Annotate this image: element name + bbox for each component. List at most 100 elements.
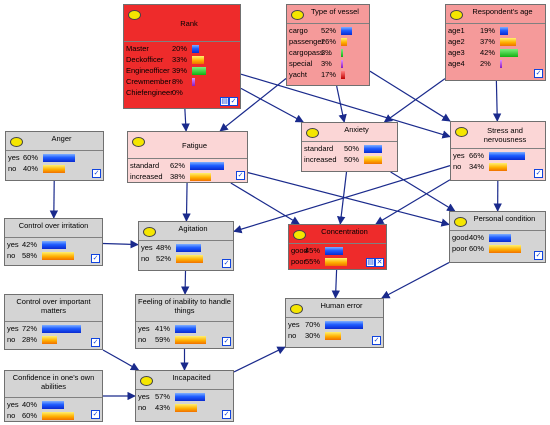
checkbox-icon[interactable]: ✓: [92, 169, 101, 178]
edge-rank-to-stress: [240, 73, 451, 139]
state-label: no: [7, 335, 16, 344]
node-header: Rank: [124, 5, 240, 42]
edge-vessel-to-fatigue: [219, 78, 287, 132]
node-oval-icon: [140, 376, 153, 386]
state-percent: 62%: [170, 161, 186, 170]
close-icon[interactable]: ✕: [375, 258, 384, 267]
checkbox-icon[interactable]: ✓: [372, 336, 381, 345]
probability-bar: [192, 67, 207, 75]
probability-bar: [42, 336, 58, 344]
node-title: Respondent's age: [472, 7, 533, 16]
node-header: Human error: [286, 299, 383, 318]
node-feeling-of-inability[interactable]: Feeling of inability to handle things ye…: [135, 294, 234, 349]
node-header: Anger: [6, 132, 103, 151]
probability-bar: [42, 412, 75, 420]
probability-bar: [192, 45, 200, 53]
checkbox-icon[interactable]: ✓: [534, 169, 543, 178]
probability-bar: [43, 154, 76, 162]
checkbox-icon[interactable]: ✓: [222, 410, 231, 419]
state-percent: 42%: [22, 240, 38, 249]
state-percent: 38%: [170, 172, 186, 181]
node-header: Control over irritation: [5, 219, 102, 238]
checkbox-icon[interactable]: ✓: [222, 259, 231, 268]
node-title: Fatigue: [181, 141, 208, 150]
edge-rank-to-fatigue: [181, 108, 190, 132]
node-oval-icon: [455, 127, 468, 137]
bar-chart-icon[interactable]: ▤: [220, 97, 229, 106]
checkbox-icon[interactable]: ✓: [229, 97, 238, 106]
state-label: yes: [453, 151, 465, 160]
state-percent: 52%: [156, 254, 172, 263]
checkbox-icon[interactable]: ✓: [236, 171, 245, 180]
state-percent: 30%: [305, 331, 321, 340]
node-header: Type of vessel: [287, 5, 369, 24]
state-label: age4: [448, 59, 465, 68]
probability-bar: [500, 38, 516, 46]
state-percent: 60%: [22, 411, 38, 420]
checkbox-icon[interactable]: ✓: [534, 69, 543, 78]
probability-bar: [341, 49, 343, 57]
state-label: cargo: [289, 26, 308, 35]
checkbox-icon[interactable]: ✓: [91, 338, 100, 347]
probability-bar: [192, 78, 195, 86]
state-label: age2: [448, 37, 465, 46]
probability-bar: [489, 152, 525, 160]
probability-bar: [341, 71, 345, 79]
bar-chart-icon[interactable]: ▤: [366, 258, 375, 267]
probability-bar: [489, 163, 508, 171]
node-title: Control over irritation: [18, 221, 89, 230]
checkbox-icon[interactable]: ✓: [222, 337, 231, 346]
state-percent: 34%: [469, 162, 485, 171]
state-label: increased: [130, 172, 163, 181]
checkbox-icon[interactable]: ✓: [534, 251, 543, 260]
state-label: yes: [7, 240, 19, 249]
node-oval-icon: [291, 10, 304, 20]
checkbox-icon[interactable]: ✓: [91, 410, 100, 419]
node-header: Feeling of inability to handle things: [136, 295, 233, 322]
state-percent: 42%: [480, 48, 496, 57]
state-label: no: [141, 254, 150, 263]
state-label: special: [289, 59, 313, 68]
checkbox-icon[interactable]: ✓: [91, 254, 100, 263]
state-percent: 33%: [172, 55, 188, 64]
state-label: good: [452, 233, 469, 242]
state-percent: 2%: [480, 59, 491, 68]
edge-personal-to-human: [381, 262, 450, 299]
state-percent: 50%: [344, 155, 360, 164]
